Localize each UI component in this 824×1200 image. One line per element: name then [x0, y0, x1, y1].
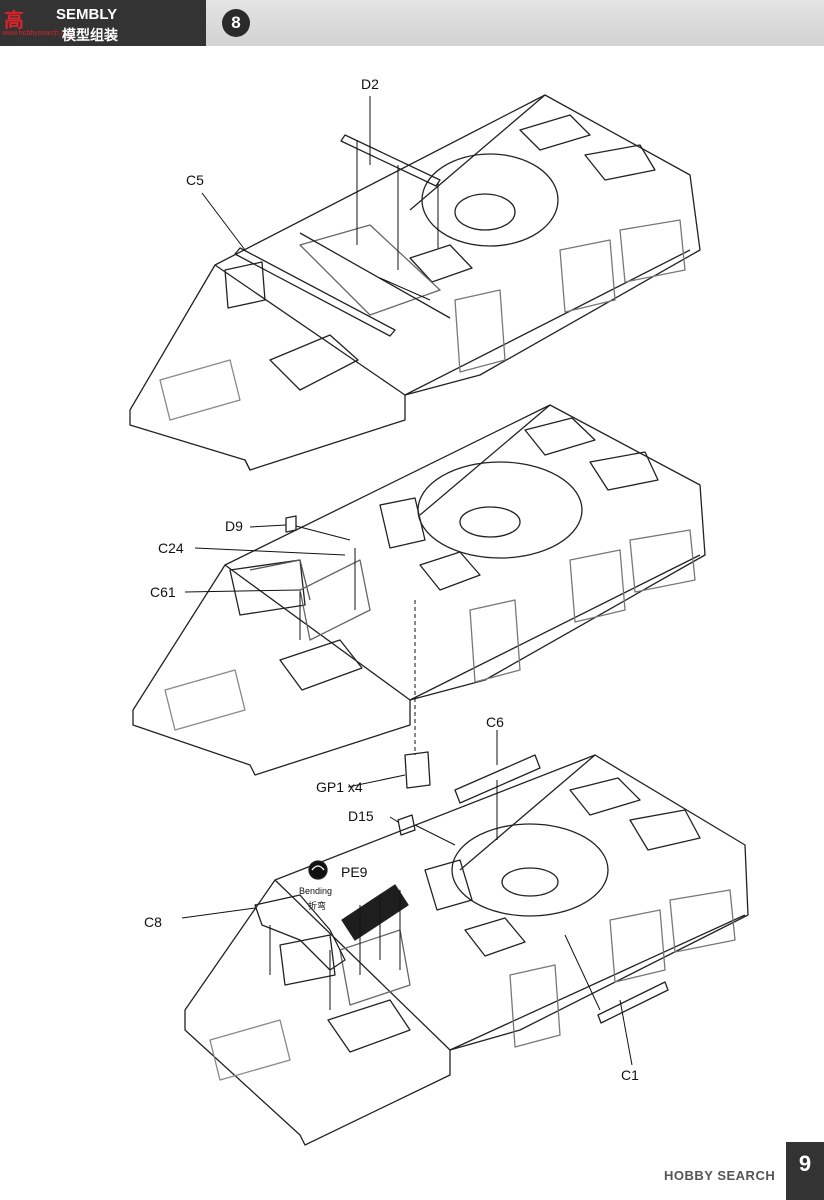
- part-label-gp1: GP1 x4: [316, 779, 363, 795]
- part-label-c1: C1: [621, 1067, 639, 1083]
- part-label-d15: D15: [348, 808, 374, 824]
- site-logo-url: www.hobbysearch.com: [2, 30, 74, 37]
- part-label-c6: C6: [486, 714, 504, 730]
- bending-label-chinese: 折弯: [308, 901, 327, 911]
- bending-label: Bending: [299, 886, 333, 896]
- part-label-d2: D2: [361, 76, 379, 92]
- step-number-badge: 8: [222, 9, 250, 37]
- page-number: 9: [786, 1142, 824, 1200]
- assembly-title-chinese: 模型组装: [62, 27, 118, 43]
- watermark: HOBBY SEARCH: [664, 1168, 776, 1183]
- part-label-pe9: PE9: [341, 864, 368, 880]
- assembly-title-block: 高 www.hobbysearch.com SEMBLY 模型组装: [0, 0, 206, 46]
- hull-illustration-1: [129, 94, 701, 471]
- part-label-c8: C8: [144, 914, 162, 930]
- part-label-c61: C61: [150, 584, 176, 600]
- hull-illustration-3: [184, 754, 749, 1146]
- part-label-c24: C24: [158, 540, 184, 556]
- site-logo: 高: [4, 10, 24, 32]
- part-label-d9: D9: [225, 518, 243, 534]
- hull-illustration-2: [132, 404, 706, 789]
- part-label-c5: C5: [186, 172, 204, 188]
- assembly-title: SEMBLY: [56, 6, 118, 23]
